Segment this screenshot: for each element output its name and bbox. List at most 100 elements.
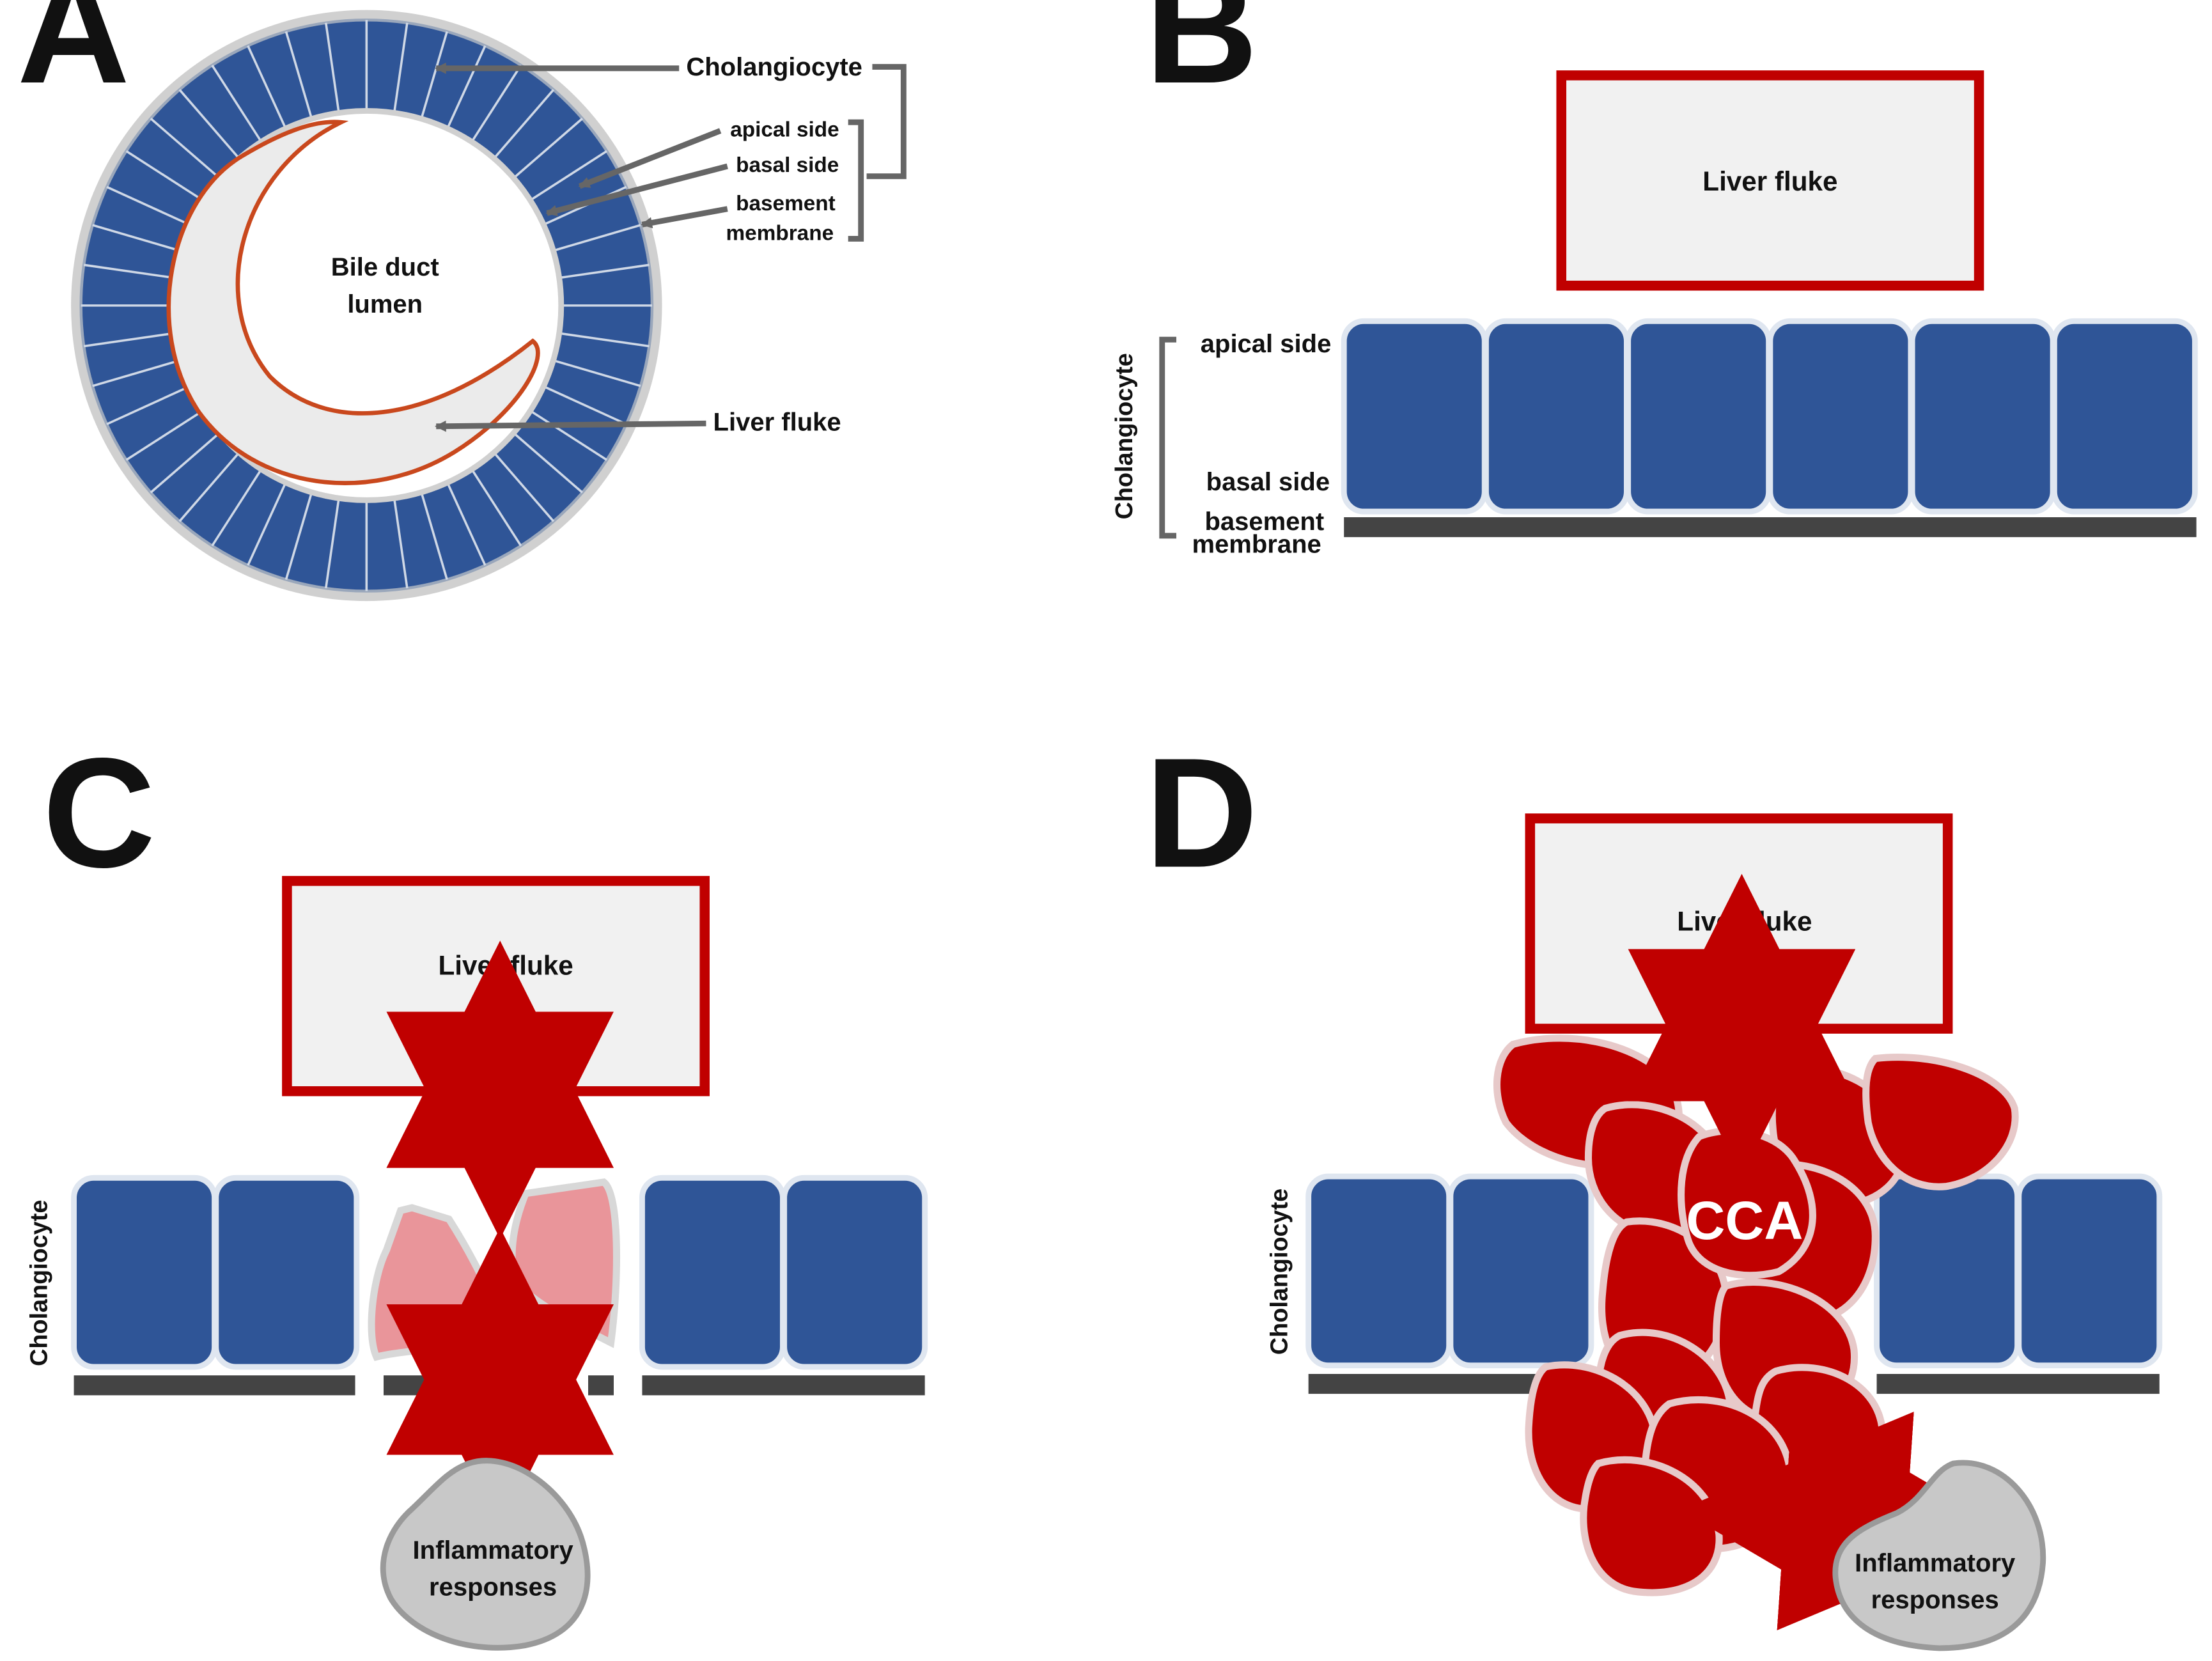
cholangiocyte-label-b: Cholangiocyte [1111,353,1138,519]
inflammatory-blob-c [380,1458,591,1651]
inflammatory-blob-d [1832,1460,2046,1651]
ring-cell-divider [325,22,340,113]
basement-label-b-line1: basement [1204,508,1324,536]
ring-cell-divider [493,89,555,159]
lumen-label-line2: lumen [347,290,423,318]
ring-cell-divider [125,150,204,201]
ring-cell-divider [247,482,287,566]
apical-leader [578,128,722,189]
apical-side-label: apical side [730,118,839,141]
ring-cell-divider [92,359,180,387]
basement-leader [641,206,728,229]
basement-label-line1: basement [736,192,836,215]
basal-leader [545,163,728,217]
ring-cell-divider [83,263,175,279]
cholangiocyte-bracket-b [1159,336,1176,539]
ring-cell-divider [420,492,448,580]
basal-side-label: basal side [736,153,839,177]
ring-cell-divider [150,432,221,494]
inflammatory-label-d-line1: Inflammatory [1855,1549,2016,1577]
inflammatory-label-c-line1: Inflammatory [413,1536,574,1564]
ring-cell-divider [125,409,204,461]
cholangiocyte-cell [1305,1173,1453,1369]
ring-cell-divider [446,482,487,566]
cholangiocyte-cell [2051,318,2198,515]
membrane-bracket [848,119,864,242]
liver-fluke-label-d: Liver fluke [1677,907,1812,937]
ring-cell-divider [178,451,240,522]
panel-b-letter: B [1145,0,1258,116]
ring-cell-divider [552,359,641,387]
cholangiocyte-label-d: Cholangiocyte [1266,1189,1293,1355]
basement-label-b-line2: membrane [1192,531,1321,559]
ring-cell-divider [325,497,340,589]
cholangiocyte-bracket [866,64,907,180]
cholangiocyte-cell [781,1174,928,1370]
cholangiocyte-cell [639,1174,786,1370]
ring-cell-divider [211,65,263,143]
ring-cell-divider [513,118,584,179]
ring-cell-divider [543,385,627,426]
cholangiocyte-label-c: Cholangiocyte [26,1200,52,1366]
damaged-cell-right [508,1178,621,1348]
liver-fluke-shape [166,120,540,485]
inflammatory-label-d-line2: responses [1871,1586,1999,1614]
cell-dividers [81,20,652,591]
panel-a: A Bile duct lumen Cholangiocyte apical s… [17,0,907,602]
ring-cell-divider [393,22,409,113]
liver-fluke-box-b [1556,70,1984,291]
ring-cell-divider [247,45,287,129]
ring-cell-divider [393,497,409,589]
liver-fluke-leader [435,420,706,432]
basal-side-label-b: basal side [1206,468,1330,496]
ring-cell-divider [559,332,650,348]
ring-cell-divider [284,31,313,120]
ring-cell-divider [284,492,313,580]
cholangiocyte-label: Cholangiocyte [686,53,862,81]
cholangiocyte-cell [1874,1173,2020,1369]
ring-cell-divider [471,65,522,143]
ring-cell-divider [471,469,522,547]
damaged-cell-left [368,1204,494,1361]
ring-cell-divider [513,432,584,494]
cholangiocyte-cell [1625,318,1772,515]
ring-cell-divider [552,224,641,252]
ring-cell-divider [106,185,191,226]
cholangiocyte-cell [1341,318,1488,515]
panel-d: D Liver fluke CCA Inflammatory [1145,726,2163,1651]
ring-cell-divider [446,45,487,129]
ring-cell-divider [83,332,175,348]
cholangiocyte-cell [1483,318,1630,515]
ring-cell-divider [529,150,608,201]
liver-fluke-label-a: Liver fluke [713,408,841,436]
panel-a-letter: A [17,0,130,116]
ring-cell-divider [559,263,650,279]
lumen-label-line1: Bile duct [331,253,439,281]
cholangiocyte-cell [71,1174,217,1370]
panel-d-letter: D [1145,726,1258,900]
ring-cell-divider [529,409,608,461]
cholangiocyte-cell [213,1174,360,1370]
inflammatory-label-c-line2: responses [429,1573,557,1602]
liver-fluke-label-b: Liver fluke [1702,166,1837,196]
liver-fluke-label-c: Liver fluke [439,951,573,981]
ring-cell-divider [106,385,191,426]
ring-cell-divider [92,224,180,252]
tumor-cell [1862,1053,2019,1190]
cholangiocyte-cell [1909,318,2056,515]
basement-label-line2: membrane [726,222,834,246]
cca-label: CCA [1686,1190,1803,1251]
ring-cell-divider [178,89,240,159]
panel-b: B Liver fluke apical side basal side bas… [1111,0,2198,559]
ring-cell-divider [211,469,263,547]
cholangiocyte-cell [2016,1173,2163,1369]
panel-c: C Liver fluke Inflammatory responses Cho… [26,726,928,1651]
cholangiocyte-cell [1767,318,1914,515]
ring-cell-divider [150,118,221,179]
ring-cell-divider [493,451,555,522]
cholangiocyte-cell [1447,1173,1594,1369]
apical-side-label-b: apical side [1201,330,1332,358]
ring-cell-divider [420,31,448,120]
panel-c-letter: C [43,726,156,900]
